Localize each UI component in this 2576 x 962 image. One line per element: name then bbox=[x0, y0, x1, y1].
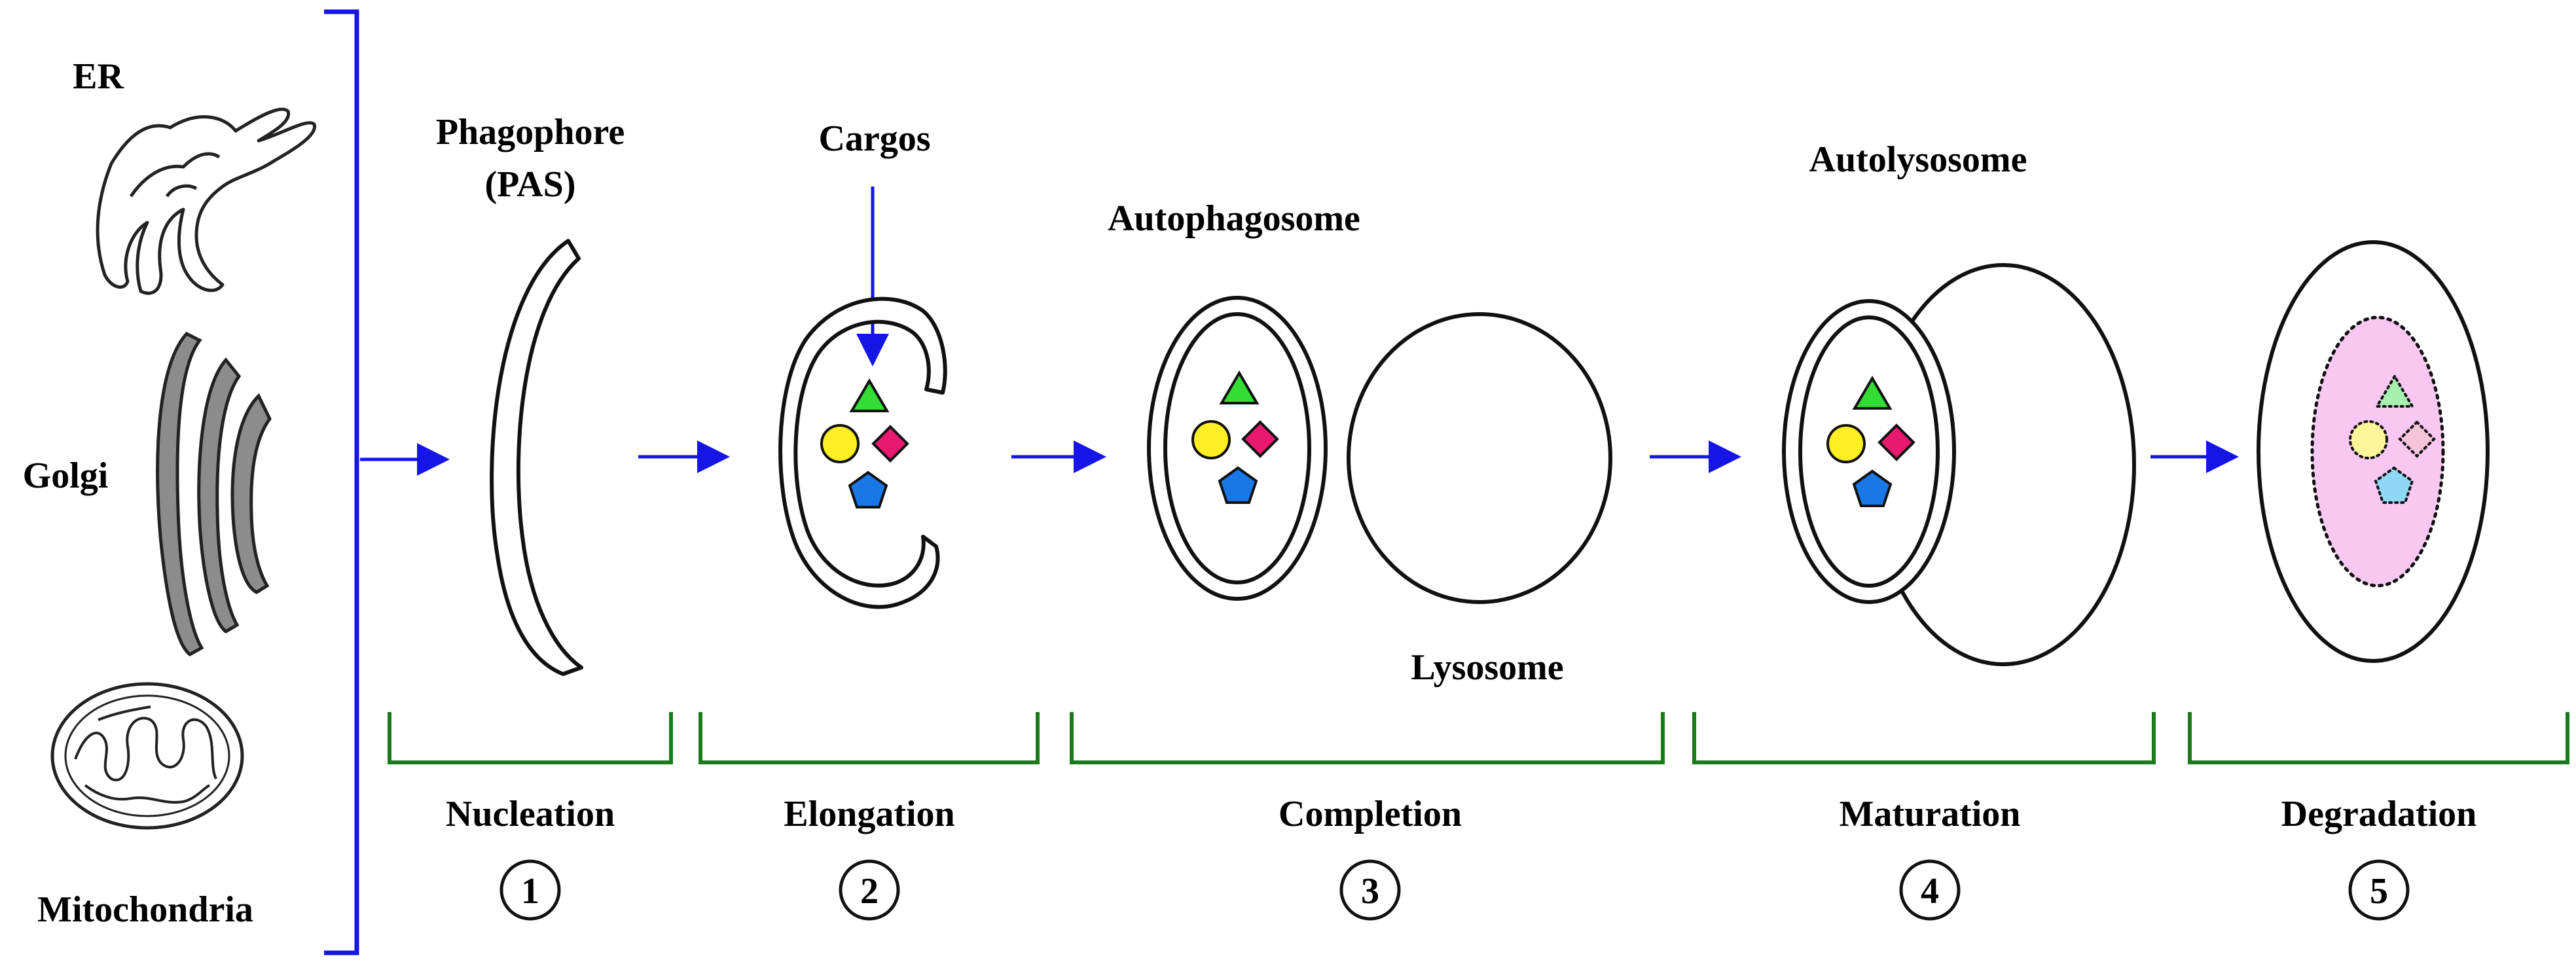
stage-number-circle-5 bbox=[2348, 859, 2410, 921]
stage-bracket-1 bbox=[388, 712, 673, 764]
golgi-icon bbox=[156, 331, 272, 656]
circle-cargo bbox=[820, 424, 860, 463]
stage-name-3: Completion bbox=[1279, 794, 1462, 834]
stage-brackets bbox=[388, 712, 2569, 764]
golgi-label: Golgi bbox=[23, 455, 109, 496]
cargos-label: Cargos bbox=[818, 118, 930, 159]
cargo-group-elongation bbox=[820, 378, 909, 508]
diamond-cargo bbox=[1241, 420, 1279, 458]
circle-cargo-degraded bbox=[2349, 420, 2388, 459]
stage-name-5: Degradation bbox=[2281, 794, 2477, 834]
circle-cargo bbox=[1191, 420, 1231, 459]
lysosome bbox=[1347, 312, 1612, 604]
stage-name-1: Nucleation bbox=[446, 794, 615, 834]
cargo-group-autophagosome bbox=[1191, 370, 1279, 504]
stage-number-circles bbox=[499, 859, 2410, 921]
elongating-membrane bbox=[778, 296, 947, 609]
fusing-autophagosome bbox=[1782, 299, 1956, 604]
mitochondria-icon bbox=[50, 682, 244, 830]
cargo-group-autolysosome bbox=[1826, 376, 1915, 507]
stage-number-3: 3 bbox=[1361, 871, 1379, 912]
stage-name-2: Elongation bbox=[784, 794, 954, 834]
stage-number-circle-3 bbox=[1339, 859, 1401, 921]
stage-number-circle-1 bbox=[499, 859, 561, 921]
autophagosome-label: Autophagosome bbox=[1108, 198, 1360, 239]
stage-number-5: 5 bbox=[2370, 871, 2388, 912]
triangle-cargo bbox=[1219, 370, 1260, 404]
phagophore-membrane bbox=[490, 239, 583, 676]
stage-number-1: 1 bbox=[521, 871, 539, 912]
organelle-bracket bbox=[324, 9, 359, 955]
stage-number-2: 2 bbox=[860, 871, 879, 912]
stage-bracket-2 bbox=[698, 712, 1040, 764]
circle-cargo bbox=[1826, 424, 1866, 463]
pentagon-cargo-degraded bbox=[2374, 466, 2414, 504]
autophagosome bbox=[1147, 296, 1328, 601]
er-label: ER bbox=[73, 56, 124, 97]
pentagon-cargo bbox=[1218, 466, 1258, 504]
autolysosome-label: Autolysosome bbox=[1809, 139, 2027, 180]
pentagon-cargo bbox=[1852, 469, 1893, 507]
stage-number-4: 4 bbox=[1921, 871, 1939, 912]
stage-name-4: Maturation bbox=[1840, 794, 2021, 834]
triangle-cargo bbox=[1852, 376, 1893, 410]
stage-bracket-5 bbox=[2188, 712, 2569, 764]
diamond-cargo bbox=[1878, 423, 1915, 461]
stage-number-circle-4 bbox=[1899, 859, 1961, 921]
triangle-cargo bbox=[849, 378, 890, 412]
er-icon bbox=[96, 107, 316, 295]
lysosome-label: Lysosome bbox=[1411, 647, 1563, 688]
pentagon-cargo bbox=[848, 471, 888, 508]
triangle-cargo-degraded bbox=[2374, 374, 2415, 408]
stage-bracket-3 bbox=[1070, 712, 1665, 764]
stage-bracket-4 bbox=[1692, 712, 2156, 764]
phagophore-sublabel: (PAS) bbox=[485, 164, 576, 205]
diamond-cargo bbox=[871, 425, 909, 463]
phagophore-label: Phagophore bbox=[436, 112, 625, 152]
stage-number-circle-2 bbox=[839, 859, 900, 921]
mitochondria-label: Mitochondria bbox=[37, 889, 253, 930]
cargo-group-degraded bbox=[2349, 374, 2436, 504]
diamond-cargo-degraded bbox=[2398, 420, 2436, 458]
